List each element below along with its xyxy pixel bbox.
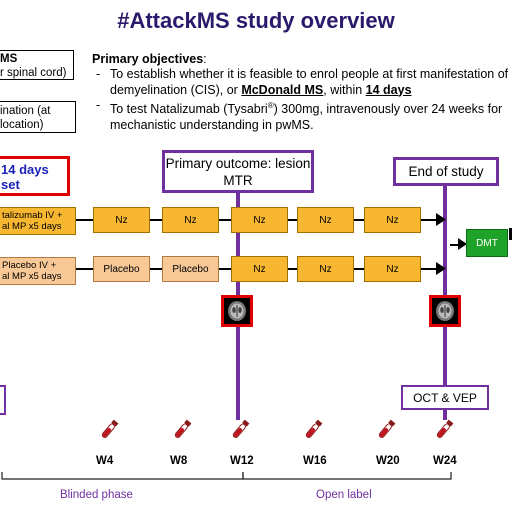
- placebo-arm-label-line2: al MP x5 days: [2, 271, 62, 282]
- placebo-arm-label: Placebo IV + al MP x5 days: [0, 257, 76, 285]
- active-cell-3: Nz: [231, 207, 288, 233]
- blood-tube-icon-w16: [305, 419, 323, 438]
- primary-outcome-label: Primary outcome: lesion MTR: [165, 155, 311, 188]
- oct-vep-box: OCT & VEP: [401, 385, 489, 410]
- objectives-heading-text: Primary objectives: [92, 52, 204, 66]
- blood-tube-icon-w20: [378, 419, 396, 438]
- inclusion-box-2: ination (at location): [0, 101, 76, 133]
- active-arm-label-line1: talizumab IV +: [2, 210, 63, 221]
- active-arm-label: talizumab IV + al MP x5 days: [0, 207, 76, 235]
- open-label-label: Open label: [316, 489, 372, 501]
- objectives-heading-colon: :: [203, 52, 207, 66]
- dmt-box: DMT: [466, 229, 508, 257]
- dmt-arrowhead: [458, 238, 467, 250]
- enrolment-window-line1: 14 days: [1, 162, 49, 177]
- objective-item-2: To test Natalizumab (Tysabri®) 300mg, in…: [92, 98, 512, 133]
- end-of-study-box: End of study: [393, 157, 499, 186]
- inclusion-box-1-line1: MS: [0, 53, 18, 65]
- objective-item-1: To establish whether it is feasible to e…: [92, 67, 512, 98]
- enrolment-window-box: 14 days set: [0, 156, 70, 196]
- week-label-w12: W12: [230, 455, 254, 467]
- placebo-cell-1: Placebo: [93, 256, 150, 282]
- enrolment-window-line2: set: [1, 177, 20, 192]
- oct-vep-label: OCT & VEP: [413, 390, 477, 405]
- placebo-cell-5: Nz: [364, 256, 421, 282]
- active-cell-4: Nz: [297, 207, 354, 233]
- phase-braces: [1, 472, 452, 480]
- inclusion-box-1: MS r spinal cord): [0, 50, 74, 80]
- blood-tube-icon-w24: [436, 419, 454, 438]
- primary-outcome-box: Primary outcome: lesion MTR: [162, 150, 314, 193]
- week-label-w16: W16: [303, 455, 327, 467]
- objective-2-text-a: To test Natalizumab (Tysabri: [110, 102, 268, 117]
- objective-1-text-a: To establish whether it is feasible to e…: [110, 67, 509, 97]
- w24-timeline-line-lower: [443, 410, 447, 420]
- week-label-w20: W20: [376, 455, 400, 467]
- dmt-connector-line: [450, 244, 462, 246]
- objective-1-text-b: , within: [323, 82, 366, 97]
- objective-2-text-b: ) 300mg, intravenously over 24 weeks for…: [110, 102, 503, 132]
- placebo-cell-4: Nz: [297, 256, 354, 282]
- active-cell-2: Nz: [162, 207, 219, 233]
- dmt-label: DMT: [476, 237, 498, 249]
- end-of-study-label: End of study: [408, 164, 484, 179]
- week-label-w8: W8: [170, 455, 188, 467]
- fourteen-days-text: 14 days: [365, 82, 412, 97]
- mri-scan-icon-w24: [429, 295, 461, 327]
- inclusion-box-2-line1: ination (at: [0, 105, 51, 117]
- blood-tube-icon-w4: [101, 419, 119, 438]
- week-label-w24: W24: [433, 455, 457, 467]
- mri-scan-icon-w12: [221, 295, 253, 327]
- w24-timeline-line-upper: [443, 185, 447, 385]
- cutoff-text-fragment: [509, 228, 512, 240]
- placebo-arm-arrowhead: [436, 262, 446, 275]
- registered-mark: ®: [267, 101, 274, 110]
- active-cell-1: Nz: [93, 207, 150, 233]
- week-label-w4: W4: [96, 455, 114, 467]
- inclusion-box-2-line2: location): [0, 119, 44, 131]
- inclusion-box-1-line2: r spinal cord): [0, 67, 67, 79]
- mcdonald-ms-text: McDonald MS: [241, 82, 324, 97]
- active-arm-label-line2: al MP x5 days: [2, 221, 62, 232]
- blood-tube-icon-w12: [232, 419, 250, 438]
- objectives-list: To establish whether it is feasible to e…: [92, 67, 512, 133]
- placebo-arm-label-line1: Placebo IV +: [2, 260, 57, 271]
- active-cell-5: Nz: [364, 207, 421, 233]
- placebo-cell-3: Nz: [231, 256, 288, 282]
- placebo-cell-2: Placebo: [162, 256, 219, 282]
- cutoff-purple-box: [0, 385, 6, 415]
- active-arm-arrowhead: [436, 213, 446, 226]
- blinded-phase-label: Blinded phase: [60, 489, 133, 501]
- page-title: #AttackMS study overview: [117, 8, 395, 33]
- blood-tube-icon-w8: [174, 419, 192, 438]
- objectives-heading: Primary objectives:: [92, 52, 207, 66]
